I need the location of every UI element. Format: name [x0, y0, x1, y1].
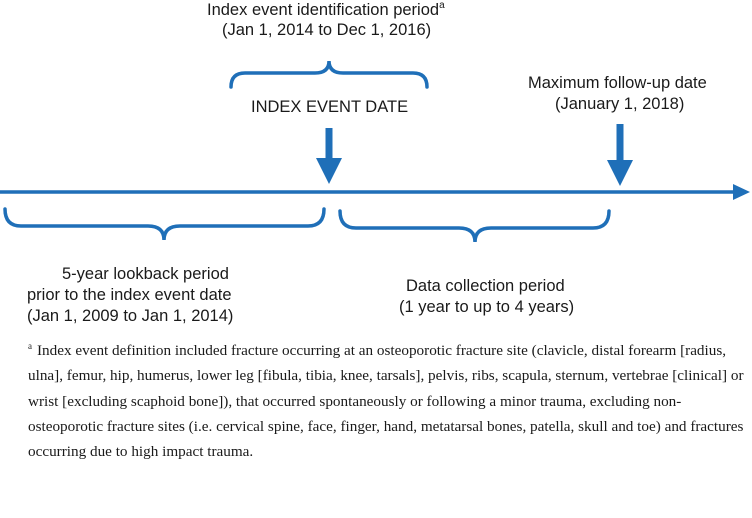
lookback-line3: (Jan 1, 2009 to Jan 1, 2014) — [27, 307, 234, 325]
followup-arrowhead — [607, 160, 633, 186]
index-event-arrowhead — [316, 158, 342, 184]
footnote-marker-symbol: a — [28, 341, 32, 351]
followup-date: (January 1, 2018) — [555, 95, 685, 113]
index-period-title: Index event identification perioda — [207, 0, 445, 20]
timeline-arrowhead — [733, 184, 750, 200]
lookback-line1: 5-year lookback period — [62, 265, 229, 283]
collection-range: (1 year to up to 4 years) — [399, 298, 575, 316]
footnote-text: Index event definition included fracture… — [28, 342, 744, 461]
index-event-date-label: INDEX EVENT DATE — [251, 98, 409, 116]
collection-title: Data collection period — [406, 277, 565, 295]
followup-title: Maximum follow-up date — [528, 74, 707, 92]
collection-brace — [338, 209, 611, 243]
index-period-range: (Jan 1, 2014 to Dec 1, 2016) — [222, 21, 432, 39]
lookback-line2: prior to the index event date — [27, 286, 232, 304]
footnote-marker: a — [439, 0, 445, 11]
index-period-brace — [229, 60, 429, 89]
lookback-brace — [3, 207, 326, 241]
